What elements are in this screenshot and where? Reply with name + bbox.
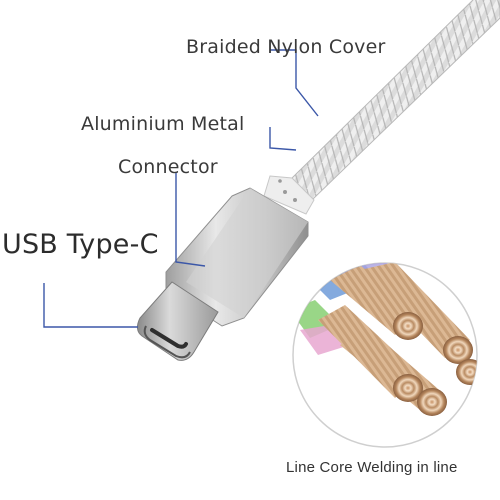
label-aluminium-metal: Aluminium Metal	[81, 113, 245, 135]
callout-braided	[270, 49, 319, 117]
aluminium-housing	[165, 187, 309, 327]
label-braided-nylon-cover: Braided Nylon Cover	[186, 36, 386, 58]
callout-usbc	[43, 283, 138, 328]
label-usb-type-c: USB Type-C	[2, 229, 159, 260]
callout-aluminium	[269, 127, 297, 151]
label-line-core: Line Core Welding in line	[286, 459, 458, 476]
strain-relief	[263, 175, 315, 215]
callout-lines	[43, 49, 319, 328]
wire-end	[393, 312, 423, 340]
braided-cable	[289, 0, 500, 201]
wire-end	[417, 388, 447, 416]
wire-end	[393, 374, 423, 402]
wire-end	[443, 336, 473, 364]
wire-end	[456, 359, 477, 385]
label-connector: Connector	[118, 156, 218, 178]
line-core-inset	[292, 262, 478, 448]
callout-connector	[175, 172, 206, 267]
usb-c-plug	[136, 281, 219, 361]
